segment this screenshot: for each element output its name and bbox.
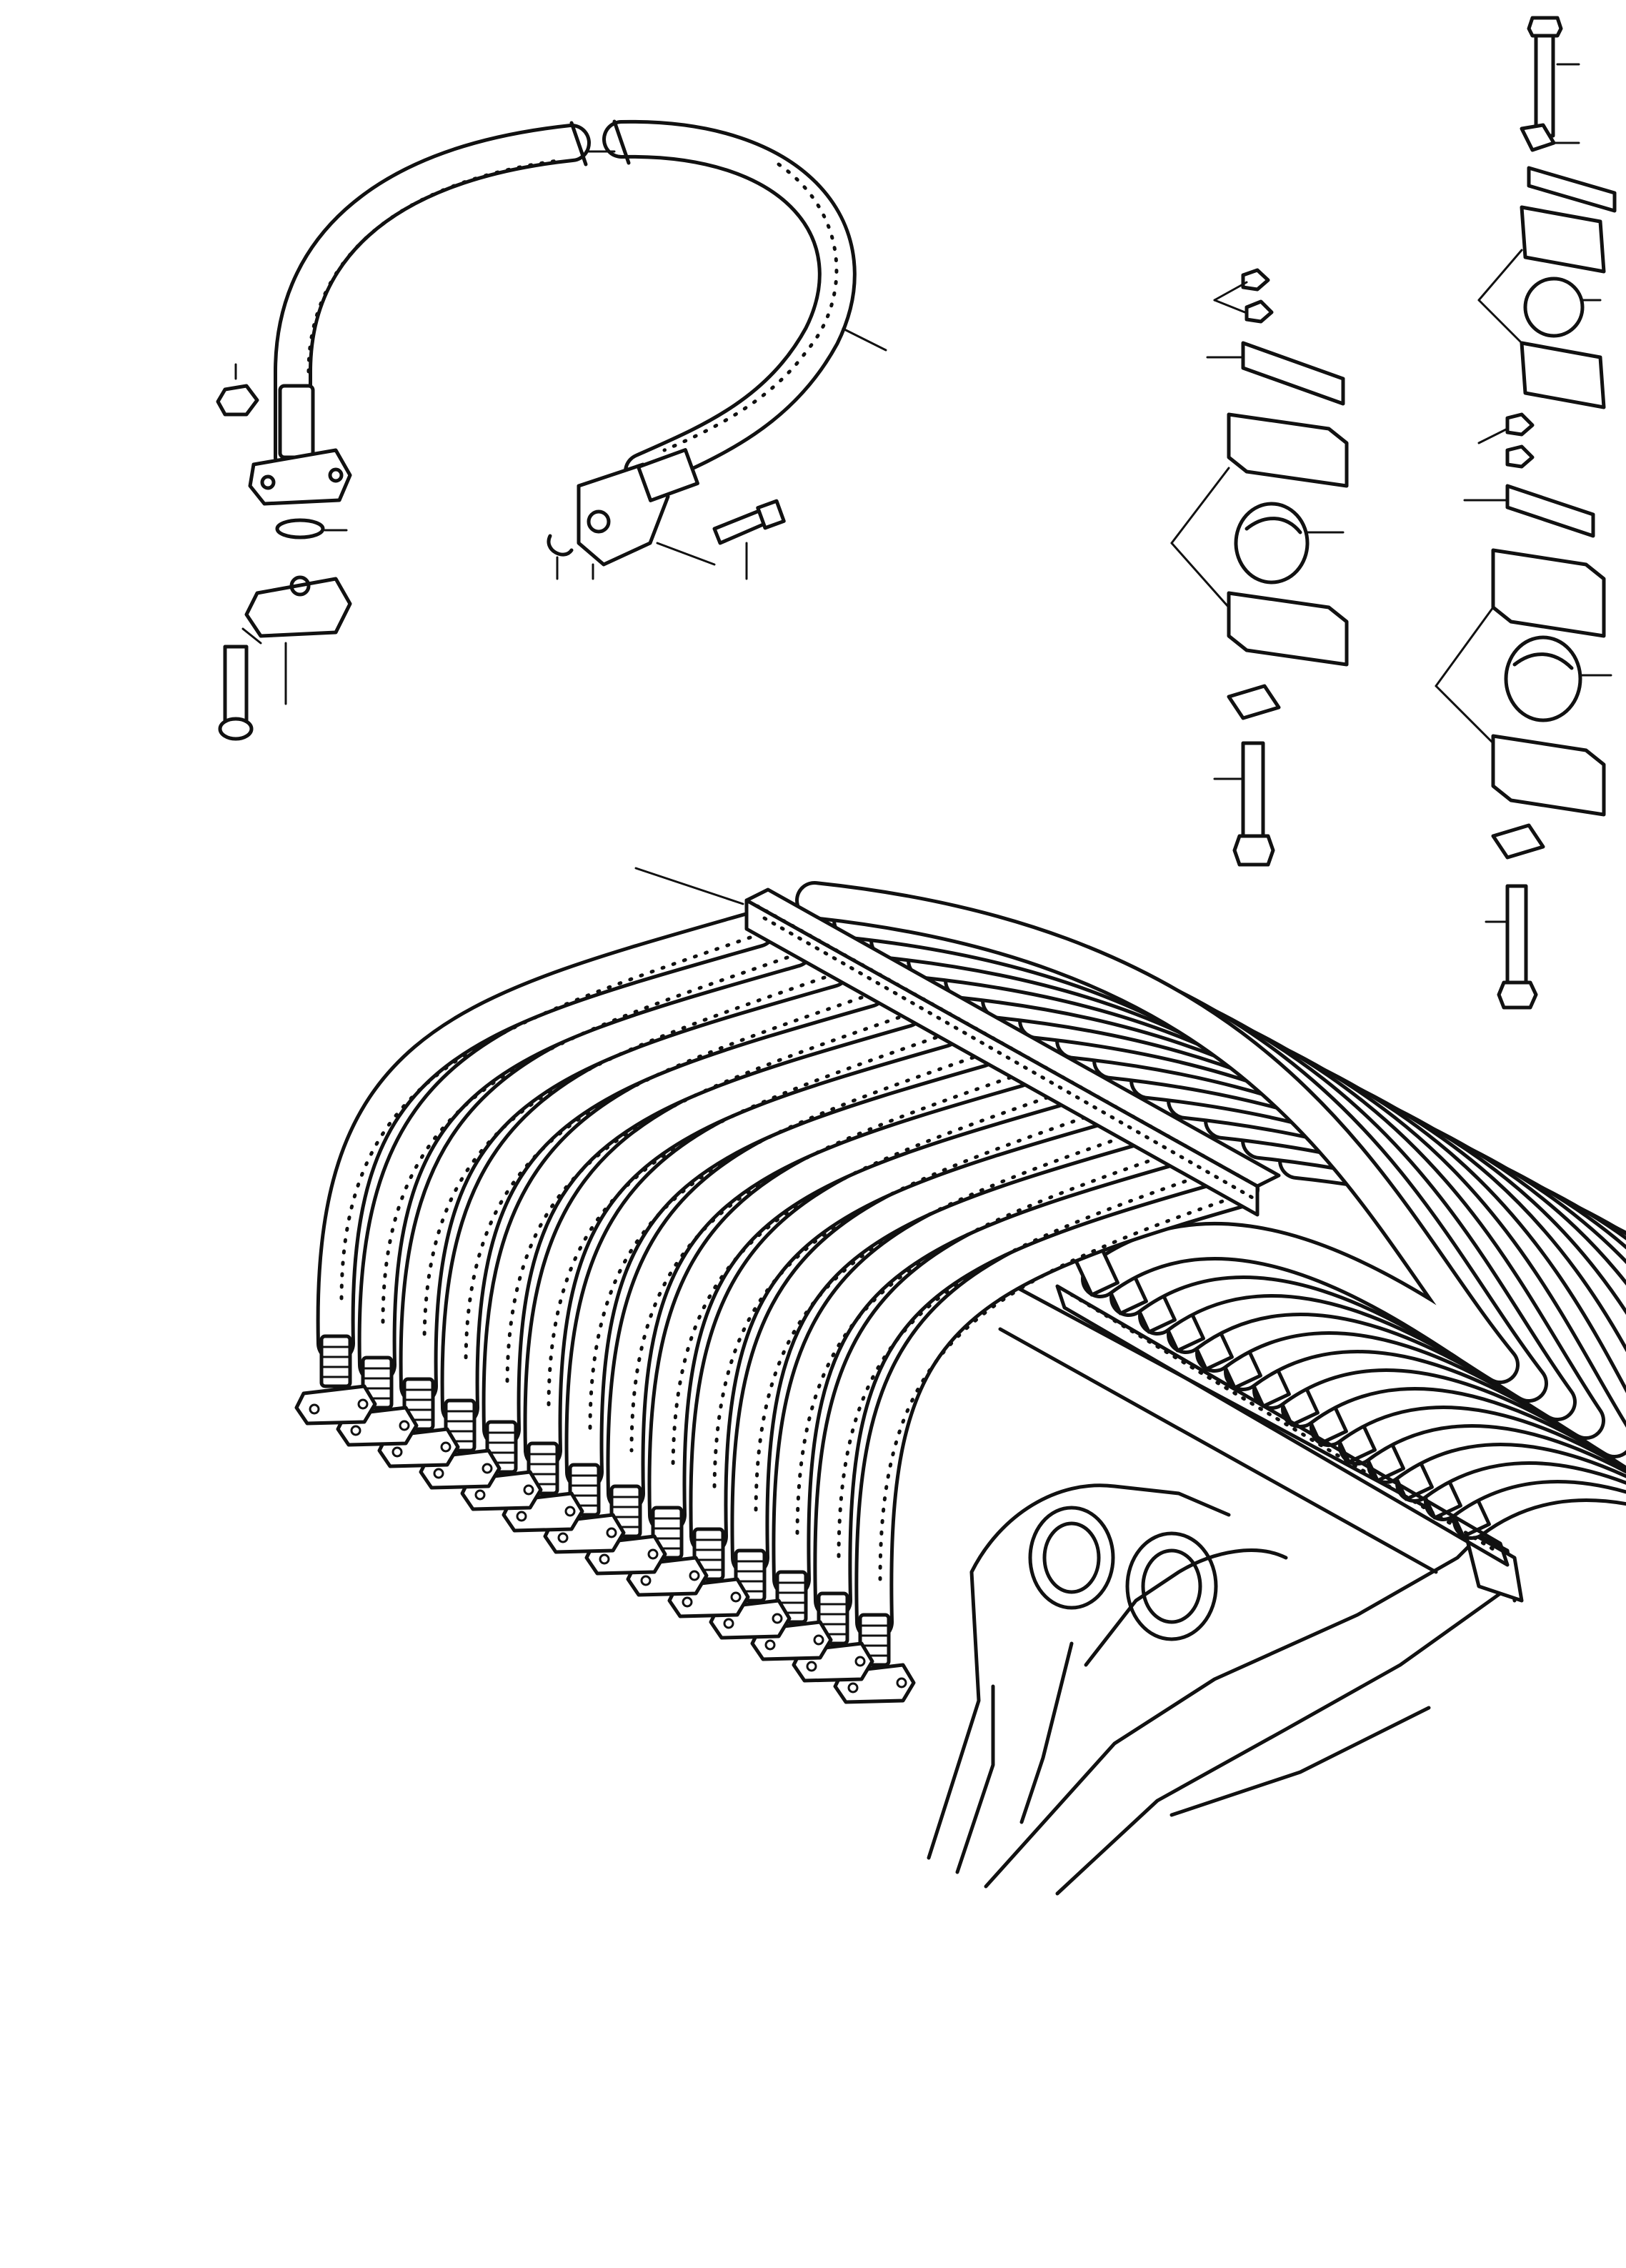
nut-icon xyxy=(1505,444,1535,469)
front-hose xyxy=(792,1150,1222,1683)
pivot-bore xyxy=(1125,1531,1218,1641)
clamp-bolt-icon xyxy=(1505,884,1528,988)
weld-plate xyxy=(1227,684,1281,720)
weld-plate xyxy=(1491,823,1545,860)
front-hose xyxy=(419,970,888,1490)
hose-break-mark xyxy=(569,121,588,166)
leader-line xyxy=(656,542,716,566)
clamp-half-lower xyxy=(1227,591,1349,667)
hose-right-half xyxy=(602,119,857,491)
cover-plate xyxy=(1527,166,1617,213)
leader-line xyxy=(1477,299,1523,344)
leader-line xyxy=(1435,685,1495,745)
leader-line xyxy=(241,627,262,645)
leader-line xyxy=(1477,249,1523,302)
leader-line xyxy=(1477,427,1509,444)
cover-plate xyxy=(1241,341,1345,406)
clamp-bolt-icon xyxy=(1241,741,1265,838)
clamp-bolt-icon xyxy=(1534,26,1555,138)
rear-flange-strip xyxy=(1055,1284,1510,1567)
snap-ring-icon xyxy=(547,534,574,557)
hose-clamp-bar xyxy=(744,887,1281,1217)
front-hose xyxy=(833,1170,1260,1704)
clamp-half-upper xyxy=(1227,412,1349,488)
clamp-grommet-icon xyxy=(1523,277,1585,338)
rear-hose xyxy=(795,881,1520,1384)
hose-ferrule xyxy=(637,448,699,502)
front-hose xyxy=(584,1050,1037,1576)
front-hose-bundle xyxy=(294,910,1260,1704)
hose-break-mark xyxy=(612,119,631,165)
nut-icon xyxy=(216,384,259,417)
leader-line xyxy=(1213,299,1248,314)
leader-line xyxy=(1213,281,1248,302)
cover-plate xyxy=(1505,484,1595,538)
front-hose xyxy=(336,930,814,1447)
hydraulic-hose-assembly xyxy=(216,119,887,741)
clamp-half-upper xyxy=(1520,205,1606,274)
front-hose xyxy=(543,1030,999,1554)
hose-ferrule xyxy=(278,384,315,459)
o-ring-icon xyxy=(275,518,325,539)
clamp-grommet-icon xyxy=(1504,635,1582,722)
clamp-grommet-icon xyxy=(1234,502,1310,585)
nut-icon xyxy=(1505,412,1535,437)
split-clamp-assembly-double xyxy=(1435,16,1617,1010)
split-flange-half xyxy=(248,448,352,506)
leader-line xyxy=(842,327,887,352)
nut-icon xyxy=(1245,299,1274,324)
hose-ferrule xyxy=(319,1334,352,1388)
split-clamp-assembly-single xyxy=(1170,268,1349,867)
split-flange-half xyxy=(294,1384,377,1426)
boom-structure xyxy=(927,1284,1524,1896)
flange-port-block xyxy=(244,577,352,638)
leader-line xyxy=(1170,542,1230,609)
front-hose xyxy=(294,910,777,1426)
clamp-half-lower xyxy=(1491,734,1606,817)
hose-bundle-on-boom xyxy=(294,867,1626,1896)
front-hose xyxy=(750,1130,1185,1661)
leader-line xyxy=(1170,467,1230,544)
leader-line xyxy=(634,867,744,905)
pivot-bore xyxy=(1028,1506,1115,1610)
rear-hose-bundle xyxy=(795,881,1626,1540)
clamp-half-lower xyxy=(1520,341,1606,409)
nut-icon xyxy=(1241,268,1270,292)
flange-bolt-icon xyxy=(223,645,249,724)
hose-left-half xyxy=(274,124,591,477)
leader-line xyxy=(1435,606,1495,687)
clamp-half-upper xyxy=(1491,548,1606,638)
